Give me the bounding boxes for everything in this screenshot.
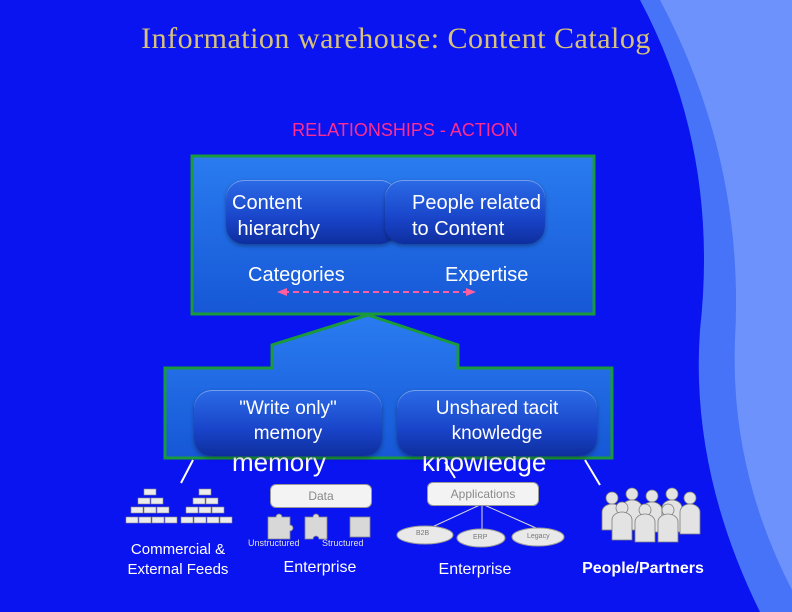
puzzle-icons [267, 513, 371, 540]
legacy-label: Legacy [527, 533, 550, 540]
data-box: Data [270, 484, 372, 508]
pill-write-only-memory [194, 390, 382, 456]
connector-right [584, 459, 601, 486]
decorative-sweep-highlight [660, 0, 792, 590]
erp-node [456, 528, 506, 548]
people-partners-label: People/Partners [582, 560, 704, 577]
write-only-memory-label: "Write only" memory [239, 398, 337, 444]
pill-unshared-tacit [397, 390, 597, 456]
people-related-label: People related to Content [412, 192, 541, 240]
unshared-tacit-label: Unshared tacit knowledge [435, 398, 559, 444]
page-title: Information warehouse: Content Catalog [141, 22, 651, 55]
applications-tree [429, 503, 537, 530]
arrow-head-right [466, 288, 476, 296]
b2b-label: B2B [416, 530, 430, 537]
feeds-stack-icon [125, 488, 233, 524]
applications-box: Applications [427, 482, 539, 506]
commercial-feeds-label: Commercial & External Feeds [127, 541, 229, 578]
arrow-head-left [277, 288, 287, 296]
legacy-node [511, 527, 565, 547]
connector-mid [444, 461, 456, 479]
people-crowd-icon [601, 487, 701, 543]
content-hierarchy-label: Content hierarchy [232, 192, 320, 240]
structured-label: Structured [322, 538, 364, 548]
pill-people-related [385, 180, 545, 244]
pill-content-hierarchy [226, 180, 398, 244]
enterprise-right-label: Enterprise [438, 561, 512, 578]
enterprise-left-label: Enterprise [283, 559, 357, 576]
categories-label: Categories [248, 264, 345, 286]
erp-label: ERP [473, 534, 488, 541]
unstructured-label: Unstructured [248, 538, 300, 548]
expertise-label: Expertise [445, 264, 529, 286]
diagram-subtitle: RELATIONSHIPS - ACTION [292, 120, 518, 140]
b2b-node [396, 525, 454, 545]
connector-left [180, 459, 194, 484]
